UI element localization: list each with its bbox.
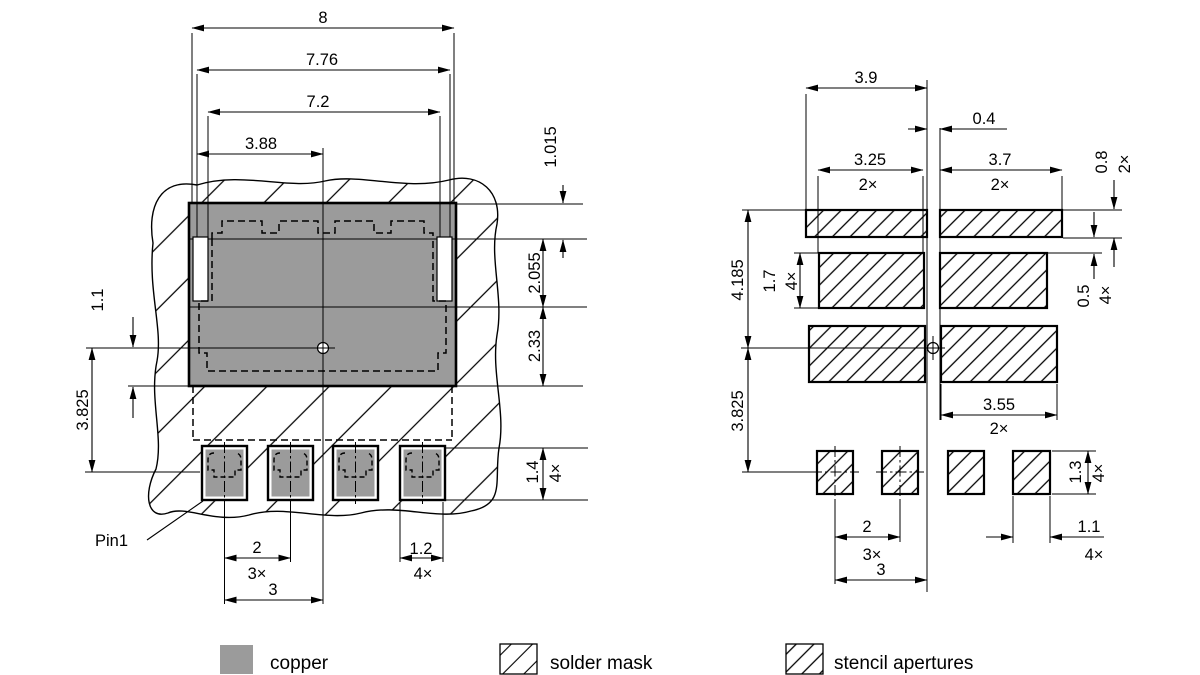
dim-overall-width: 8 bbox=[318, 9, 327, 27]
dim-pin-pitch-count: 3× bbox=[248, 565, 267, 583]
pad-slot-right bbox=[436, 236, 453, 302]
dim-row1-height-count: 2× bbox=[1116, 155, 1134, 174]
dim-lower-height: 2.33 bbox=[526, 330, 544, 362]
aperture-pin-3 bbox=[946, 449, 986, 496]
dim-row1-right-width: 3.7 bbox=[989, 151, 1012, 169]
dim-row3-right-count: 2× bbox=[990, 420, 1009, 438]
right-dimensions bbox=[744, 84, 1118, 584]
pin-pad-3 bbox=[331, 442, 380, 504]
legend-swatch-solder-mask bbox=[499, 643, 538, 675]
dim-center-to-pins: 3.825 bbox=[74, 389, 92, 430]
pin-pad-2 bbox=[266, 442, 315, 504]
origin-marker-left bbox=[311, 336, 335, 360]
aperture-row1-right bbox=[938, 208, 1064, 239]
dim-row-gap: 0.5 bbox=[1075, 285, 1093, 308]
dim-pin-width: 1.2 bbox=[410, 540, 433, 558]
dim-row2-left-width: 3.25 bbox=[854, 151, 886, 169]
legend: copper solder mask stencil apertures bbox=[220, 643, 973, 675]
dim-pin-height-count: 4× bbox=[547, 464, 565, 483]
dim-row1-right-count: 2× bbox=[991, 176, 1010, 194]
dim-top-left-width: 3.9 bbox=[855, 69, 878, 87]
dim-row2-left-count: 2× bbox=[859, 176, 878, 194]
aperture-row3-right bbox=[939, 324, 1059, 384]
dim-center-gap: 0.4 bbox=[973, 110, 996, 128]
dim-pin-height: 1.4 bbox=[524, 461, 542, 484]
legend-label-copper: copper bbox=[270, 653, 329, 674]
dim-row3-right-width: 3.55 bbox=[983, 396, 1015, 414]
dim-row-gap-count: 4× bbox=[1097, 286, 1115, 305]
aperture-row2-right bbox=[938, 251, 1049, 310]
dim-center-to-bottom: 1.1 bbox=[89, 289, 107, 312]
dim-half-width: 3.88 bbox=[245, 135, 277, 153]
aperture-row2-left bbox=[817, 251, 926, 310]
right-extension-lines bbox=[742, 94, 1122, 543]
dim-slot-height: 2.055 bbox=[526, 252, 544, 293]
dim-pin-width-count: 4× bbox=[414, 565, 433, 583]
center-lines-left bbox=[86, 148, 324, 604]
dim-pin-ap-height-count: 4× bbox=[1090, 464, 1108, 483]
aperture-row3-left bbox=[807, 324, 927, 384]
dim-pin-pitch-right-count: 3× bbox=[863, 546, 882, 564]
legend-label-solder-mask: solder mask bbox=[550, 653, 653, 674]
dim-row2-height-count: 4× bbox=[783, 272, 801, 291]
origin-marker-right bbox=[921, 336, 945, 360]
dim-center-to-pins-right: 3.825 bbox=[729, 390, 747, 431]
center-lines-right bbox=[741, 80, 941, 592]
dim-top-to-center: 4.185 bbox=[729, 259, 747, 300]
dim-pin-ap-width: 1.1 bbox=[1078, 518, 1101, 536]
legend-swatch-stencil bbox=[785, 643, 824, 675]
aperture-pin-4 bbox=[1011, 449, 1052, 496]
dim-pin-pitch-right: 2 bbox=[862, 518, 871, 536]
pin-pad-4 bbox=[398, 442, 447, 504]
dim-mask-opening-width: 7.76 bbox=[306, 51, 338, 69]
dim-pin-to-center-right: 3 bbox=[876, 561, 885, 579]
dim-row1-height: 0.8 bbox=[1093, 151, 1111, 174]
legend-label-stencil: stencil apertures bbox=[834, 653, 973, 674]
right-view: 3.9 0.4 3.25 2× 3.7 2× 0.8 2× 1.7 4× 4.1… bbox=[729, 69, 1134, 592]
pad-extension-lines bbox=[128, 33, 587, 387]
dim-pin-ap-height: 1.3 bbox=[1067, 461, 1085, 484]
dim-pin-to-center: 3 bbox=[268, 581, 277, 599]
dim-pin-pitch: 2 bbox=[252, 539, 261, 557]
legend-swatch-copper bbox=[220, 645, 253, 674]
dim-row2-height: 1.7 bbox=[761, 270, 779, 293]
aperture-row1-left bbox=[804, 208, 929, 239]
dim-top-height: 1.015 bbox=[542, 126, 560, 167]
pin-pad-1 bbox=[200, 442, 249, 504]
pin1-label: Pin1 bbox=[95, 532, 128, 550]
left-view: 8 7.76 7.2 3.88 1.015 2.055 2.33 1.4 4× … bbox=[74, 9, 588, 604]
stencil-apertures bbox=[804, 208, 1064, 496]
dim-pin-ap-width-count: 4× bbox=[1085, 546, 1104, 564]
pad-slot-left bbox=[192, 236, 209, 302]
left-dimensions bbox=[85, 24, 588, 604]
dim-copper-width: 7.2 bbox=[307, 93, 330, 111]
component-body-outline bbox=[192, 386, 453, 441]
